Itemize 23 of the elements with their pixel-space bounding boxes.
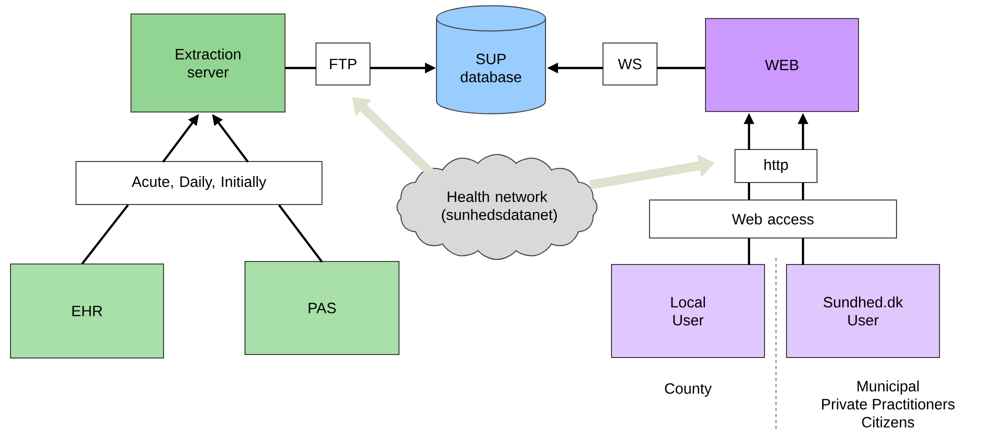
- label-box: http: [734, 149, 818, 183]
- connector-line: [81, 204, 129, 265]
- connector-line: [748, 238, 750, 265]
- connector-line: [802, 238, 804, 265]
- connector-line: [748, 183, 750, 200]
- network-cloud: Health network (sunhedsdatanet): [396, 154, 598, 260]
- label-box: FTP: [316, 42, 370, 86]
- label-box: WS: [602, 42, 658, 86]
- connector-line: [657, 66, 705, 70]
- connector-line: [278, 204, 323, 263]
- process-box: Extraction server: [130, 14, 286, 112]
- user-box: Sundhed.dk User: [786, 264, 940, 358]
- label-box: Web access: [649, 200, 897, 238]
- caption-text: County: [665, 383, 712, 397]
- connector-line: [802, 183, 804, 200]
- database-cylinder: SUP database: [436, 5, 546, 114]
- process-box: WEB: [705, 18, 859, 112]
- connector-line: [285, 66, 316, 70]
- label-box: Acute, Daily, Initially: [76, 161, 322, 205]
- process-box: EHR: [10, 264, 164, 358]
- process-box: PAS: [244, 261, 400, 355]
- user-box: Local User: [611, 264, 765, 358]
- caption-text: Municipal Private Practitioners Citizens: [822, 380, 955, 428]
